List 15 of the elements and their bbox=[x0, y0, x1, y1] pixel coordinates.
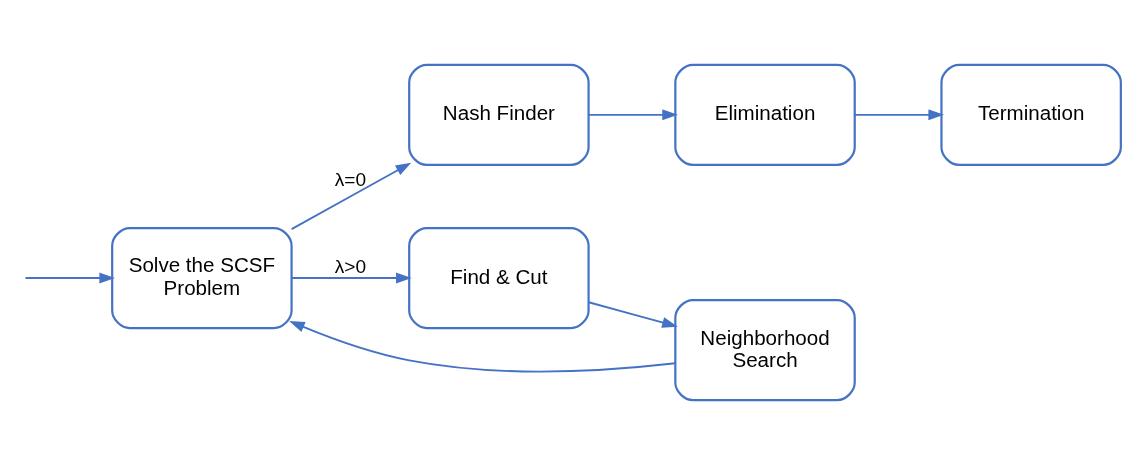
node-box: Neighborhood Search bbox=[674, 298, 856, 401]
node-box: Termination bbox=[940, 63, 1122, 166]
node-box: Elimination bbox=[674, 63, 856, 166]
arrow bbox=[587, 300, 678, 328]
arrow bbox=[24, 272, 115, 284]
arrow bbox=[587, 108, 678, 120]
edge-label: λ=0 bbox=[334, 168, 367, 190]
node-box: Find & Cut bbox=[408, 226, 590, 329]
arrow bbox=[290, 162, 412, 230]
node-box: Nash Finder bbox=[408, 63, 590, 166]
arrow bbox=[853, 108, 944, 120]
arrow bbox=[290, 272, 412, 284]
arrow bbox=[289, 320, 677, 372]
node-box: Solve the SCSF Problem bbox=[111, 226, 293, 329]
edge-label: λ>0 bbox=[334, 255, 367, 277]
